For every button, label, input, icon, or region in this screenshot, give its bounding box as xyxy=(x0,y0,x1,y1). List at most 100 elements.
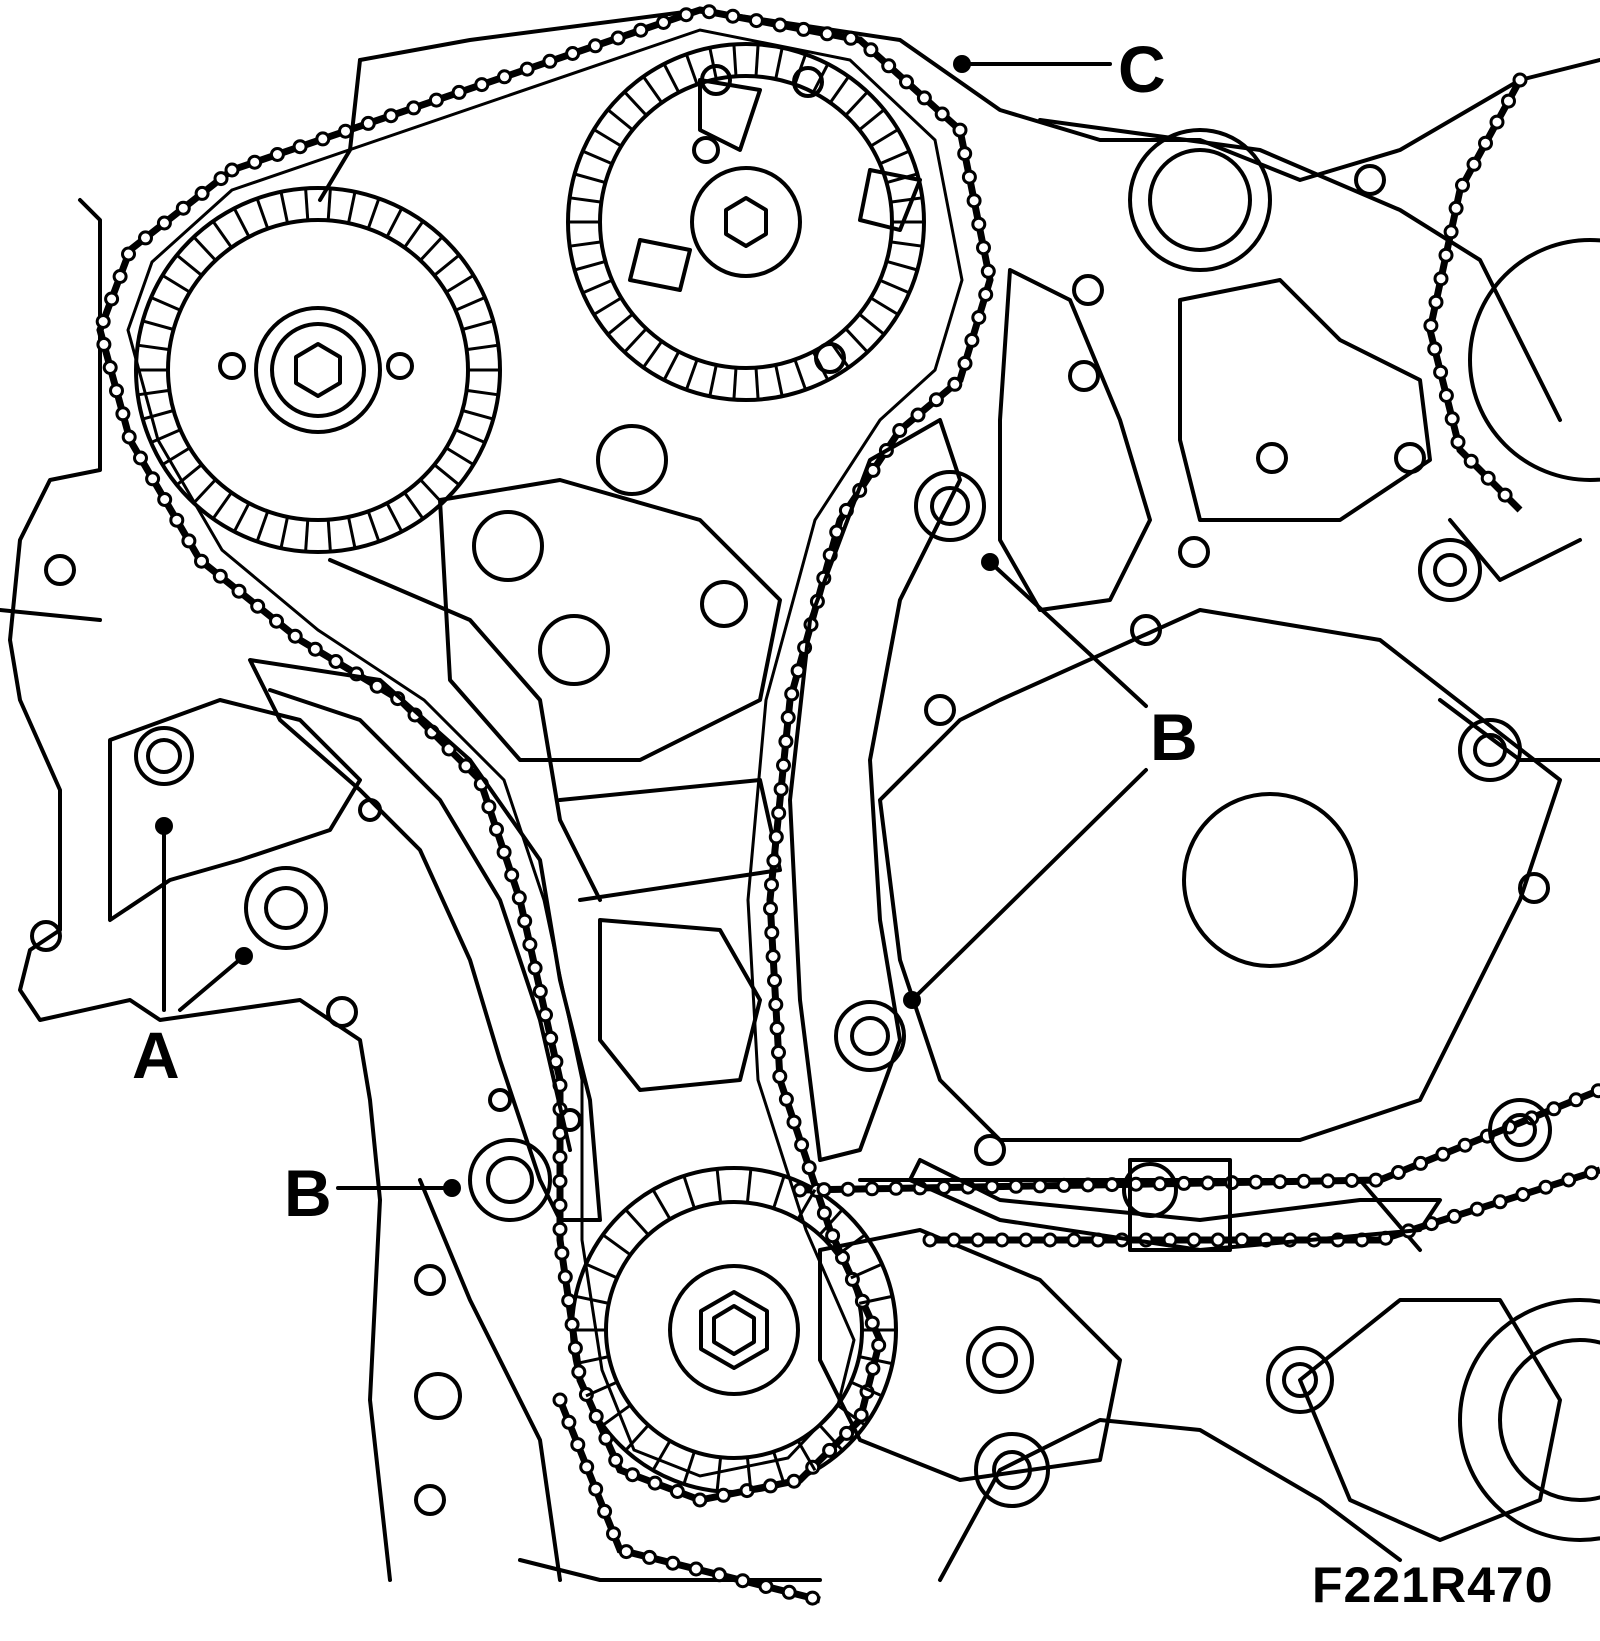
chain-link xyxy=(781,1584,797,1600)
callout-c: C xyxy=(1118,32,1166,106)
sprocket-tooth xyxy=(774,364,784,397)
chain-link xyxy=(567,1340,583,1356)
chain-link xyxy=(1042,1232,1058,1248)
chain-link xyxy=(1296,1173,1312,1189)
chain-link xyxy=(735,1573,751,1589)
chain-link xyxy=(1448,200,1464,216)
chain-link xyxy=(156,215,172,231)
chain-link xyxy=(138,230,153,246)
sprocket-tooth xyxy=(858,312,886,336)
chain-link xyxy=(1444,411,1460,427)
sprocket-tooth xyxy=(445,274,475,294)
chain-link xyxy=(451,84,467,100)
sprocket-tooth xyxy=(606,312,634,336)
sprocket-tooth xyxy=(623,90,648,117)
chain-link xyxy=(665,1555,681,1571)
sprocket-tooth xyxy=(232,207,251,238)
chain-link xyxy=(843,30,859,46)
sprocket-tooth xyxy=(574,172,606,185)
chain-link xyxy=(1478,135,1493,151)
chain-link xyxy=(565,46,581,61)
callout-b-right: B xyxy=(1150,700,1198,774)
chain-link xyxy=(771,805,787,821)
sprocket-tooth xyxy=(461,319,494,331)
chain-link xyxy=(133,450,148,466)
chain-link xyxy=(768,829,784,845)
sprocket-tooth xyxy=(569,196,602,204)
leader-lines xyxy=(155,55,1148,1197)
chain-link xyxy=(688,1561,704,1577)
chain-link xyxy=(247,154,263,170)
chain-link xyxy=(1512,72,1528,88)
chain-link xyxy=(1480,470,1496,486)
chain-link xyxy=(765,949,781,964)
sprocket-tooth xyxy=(836,1403,866,1427)
sprocket-tooth xyxy=(651,1188,672,1220)
sprocket-tooth xyxy=(858,1294,893,1305)
chain-link xyxy=(888,1180,904,1196)
chain-link xyxy=(825,1228,841,1244)
chain-link xyxy=(773,781,789,797)
chain-link xyxy=(561,1414,577,1430)
chain-link xyxy=(701,4,717,20)
sprocket-tooth xyxy=(419,478,444,505)
chain-link xyxy=(1438,388,1454,403)
chain-link xyxy=(121,246,136,262)
chain-link xyxy=(1515,1187,1531,1202)
chain-link xyxy=(1413,1155,1429,1171)
chain-link xyxy=(910,407,926,423)
chain-link xyxy=(231,583,247,599)
sprocket-tooth xyxy=(793,359,808,391)
sprocket-tooth xyxy=(796,1188,817,1220)
chain-link xyxy=(175,200,191,216)
sprocket-tooth xyxy=(818,1424,844,1452)
chain-link xyxy=(561,1293,577,1309)
chain-link xyxy=(552,1221,568,1237)
sprocket-tooth xyxy=(255,197,270,230)
sprocket-tooth xyxy=(642,75,664,104)
sprocket-tooth xyxy=(466,343,499,352)
chain-link xyxy=(772,1068,788,1084)
sprocket-tooth xyxy=(466,388,499,397)
sprocket-tooth xyxy=(192,478,217,505)
sprocket-tooth xyxy=(150,428,181,444)
chain-link xyxy=(764,925,780,941)
chain-link xyxy=(95,314,111,329)
sprocket-tooth xyxy=(662,63,681,94)
chain-link xyxy=(1435,1146,1451,1162)
chain-link xyxy=(598,1430,614,1446)
chain-link xyxy=(819,26,835,42)
sprocket-tooth xyxy=(575,1294,610,1305)
chain-link xyxy=(1104,1177,1120,1193)
chain-link xyxy=(763,1478,778,1494)
chain-link xyxy=(1584,1165,1599,1181)
chain-link xyxy=(763,901,778,917)
sprocket-tooth xyxy=(708,47,718,80)
chain-link xyxy=(899,74,914,90)
sprocket-tooth xyxy=(879,149,910,166)
chain-link xyxy=(169,512,185,528)
chain-link xyxy=(994,1232,1010,1248)
camshaft-sprocket-right xyxy=(566,42,926,402)
crankshaft-sprocket xyxy=(570,1166,898,1494)
sprocket-tooth xyxy=(385,207,404,238)
chain-link xyxy=(1568,1092,1584,1108)
sprocket-tooth xyxy=(582,278,613,295)
chain-link xyxy=(647,1475,663,1491)
chain-link xyxy=(96,336,112,352)
chain-link xyxy=(964,332,980,348)
chain-link xyxy=(115,406,131,422)
chain-link xyxy=(780,710,796,725)
sprocket-tooth xyxy=(455,296,486,312)
chain-link xyxy=(725,8,741,24)
sprocket-tooth xyxy=(445,446,475,466)
sprocket-tooth xyxy=(869,128,899,148)
mounting-holes xyxy=(30,164,1550,1516)
chain-link xyxy=(1344,1173,1360,1188)
chain-link xyxy=(767,973,782,988)
sprocket-tooth xyxy=(828,75,850,104)
chain-link xyxy=(1320,1173,1336,1189)
chain-link xyxy=(532,983,548,999)
chain-link xyxy=(1428,294,1444,310)
